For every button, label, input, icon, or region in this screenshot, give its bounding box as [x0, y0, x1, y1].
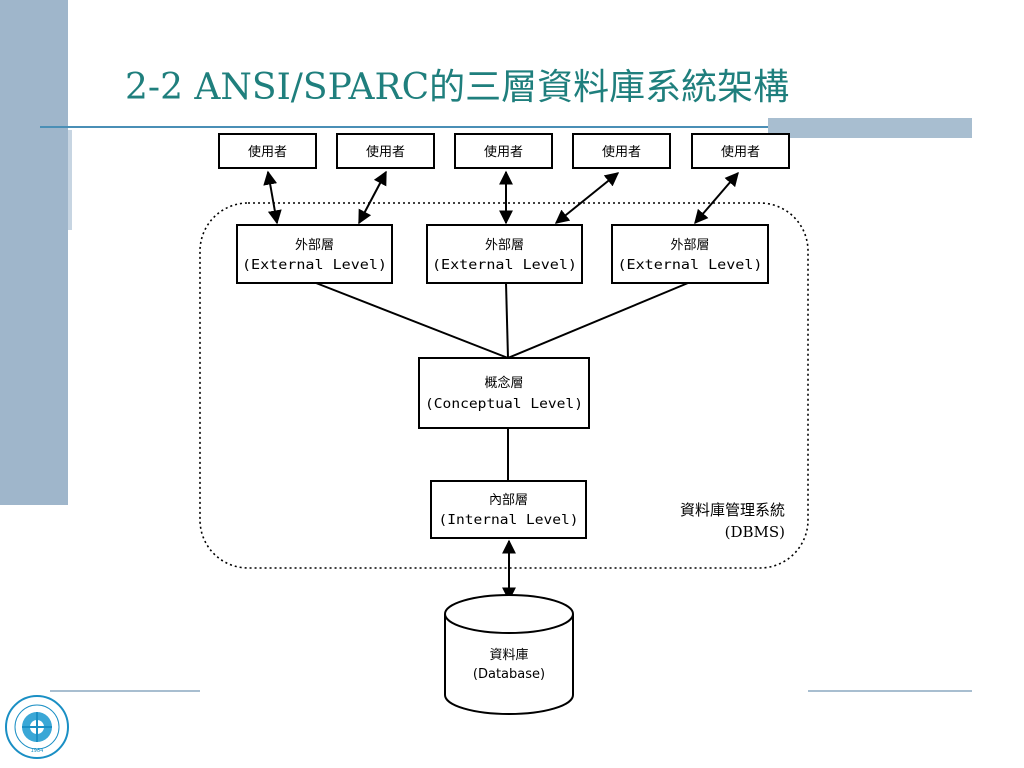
database-en: (Database)	[473, 667, 545, 682]
internal-level-zh: 內部層	[489, 493, 528, 508]
external-level-en: (External Level)	[618, 258, 763, 273]
user-external-arrow	[694, 171, 739, 225]
university-logo: 1984	[4, 694, 70, 760]
user-box: 使用者	[572, 133, 671, 169]
external-level-box: 外部層 (External Level)	[426, 224, 583, 284]
external-level-zh: 外部層	[485, 238, 524, 253]
slide-title: 2-2 ANSI/SPARC的三層資料庫系統架構	[125, 67, 790, 108]
user-box: 使用者	[336, 133, 435, 169]
user-label: 使用者	[366, 144, 405, 160]
user-box: 使用者	[454, 133, 553, 169]
user-label: 使用者	[248, 144, 287, 160]
external-conceptual-line	[315, 282, 509, 359]
database-zh: 資料庫	[489, 648, 528, 663]
left-decorative-bar	[0, 0, 68, 505]
external-conceptual-line	[505, 282, 509, 359]
title-divider	[40, 126, 972, 128]
external-level-zh: 外部層	[295, 238, 334, 253]
external-level-box: 外部層 (External Level)	[611, 224, 769, 284]
dbms-label-zh: 資料庫管理系統	[680, 501, 785, 519]
user-label: 使用者	[484, 144, 523, 160]
user-box: 使用者	[691, 133, 790, 169]
external-level-zh: 外部層	[670, 238, 709, 253]
conceptual-level-zh: 概念層	[484, 375, 523, 391]
title-divider-block	[768, 118, 972, 138]
dbms-label-en: (DBMS)	[725, 523, 785, 541]
external-level-box: 外部層 (External Level)	[236, 224, 393, 284]
external-conceptual-line	[507, 282, 689, 359]
internal-level-en: (Internal Level)	[439, 513, 579, 528]
user-label: 使用者	[602, 144, 641, 160]
database-cylinder: 資料庫 (Database)	[444, 594, 574, 715]
user-label: 使用者	[721, 144, 760, 160]
user-external-arrow	[263, 170, 282, 225]
conceptual-level-en: (Conceptual Level)	[425, 397, 583, 412]
conceptual-level-box: 概念層 (Conceptual Level)	[418, 357, 590, 429]
three-level-architecture-diagram: 使用者 使用者 使用者 使用者 使用者 外部層 (External Level)	[190, 130, 815, 730]
logo-year: 1984	[31, 748, 44, 754]
user-box: 使用者	[218, 133, 317, 169]
footer-rule-right	[808, 690, 972, 692]
user-external-arrow	[554, 172, 620, 224]
external-level-en: (External Level)	[432, 258, 577, 273]
user-external-arrow	[358, 170, 387, 225]
footer-rule-left	[50, 690, 200, 692]
left-bar-edge	[68, 130, 72, 230]
external-level-en: (External Level)	[242, 258, 387, 273]
internal-level-box: 內部層 (Internal Level)	[430, 480, 587, 539]
